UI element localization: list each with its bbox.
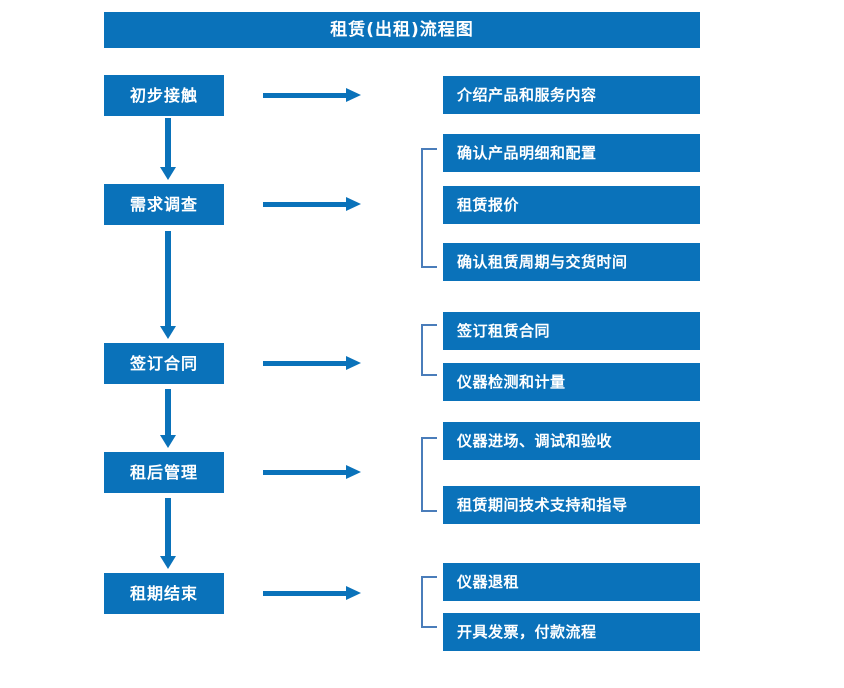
arrow-shaft (263, 591, 347, 596)
bracket-group-demand (421, 148, 437, 268)
detail-box-instrument-return[interactable]: 仪器退租 (443, 563, 700, 601)
arrow-shaft (263, 93, 347, 98)
arrow-shaft (263, 202, 347, 207)
bracket-group-contract (421, 324, 437, 376)
arrow-shaft (263, 361, 347, 366)
stage-box-post-rental-management[interactable]: 租后管理 (104, 452, 224, 493)
bracket-group-management (421, 437, 437, 512)
arrow-stage-2-to-details (263, 197, 361, 211)
arrow-shaft (165, 118, 171, 167)
detail-box-rental-quotation[interactable]: 租赁报价 (443, 186, 700, 224)
stage-box-initial-contact[interactable]: 初步接触 (104, 75, 224, 116)
arrow-head (160, 556, 176, 569)
arrow-head (346, 465, 361, 479)
arrow-head (346, 197, 361, 211)
detail-box-confirm-period-delivery[interactable]: 确认租赁周期与交货时间 (443, 243, 700, 281)
arrow-stage-4-to-stage-5 (160, 498, 176, 569)
arrow-shaft (165, 389, 171, 435)
arrow-head (346, 88, 361, 102)
detail-box-invoice-payment[interactable]: 开具发票，付款流程 (443, 613, 700, 651)
arrow-head (346, 586, 361, 600)
detail-box-introduce-products[interactable]: 介绍产品和服务内容 (443, 76, 700, 114)
arrow-shaft (165, 498, 171, 556)
arrow-stage-5-to-details (263, 586, 361, 600)
detail-box-technical-support[interactable]: 租赁期间技术支持和指导 (443, 486, 700, 524)
detail-box-confirm-product-spec[interactable]: 确认产品明细和配置 (443, 134, 700, 172)
arrow-shaft (165, 231, 171, 326)
page-title: 租赁(出租)流程图 (104, 12, 700, 48)
arrow-stage-3-to-stage-4 (160, 389, 176, 448)
stage-box-rental-end[interactable]: 租期结束 (104, 573, 224, 614)
stage-box-sign-contract[interactable]: 签订合同 (104, 343, 224, 384)
arrow-stage-1-to-stage-2 (160, 118, 176, 180)
arrow-stage-4-to-details (263, 465, 361, 479)
stage-box-demand-survey[interactable]: 需求调查 (104, 184, 224, 225)
arrow-stage-3-to-details (263, 356, 361, 370)
detail-box-instrument-inspection[interactable]: 仪器检测和计量 (443, 363, 700, 401)
arrow-stage-1-to-details (263, 88, 361, 102)
arrow-head (346, 356, 361, 370)
detail-box-sign-rental-contract[interactable]: 签订租赁合同 (443, 312, 700, 350)
arrow-stage-2-to-stage-3 (160, 231, 176, 339)
arrow-head (160, 167, 176, 180)
detail-box-instrument-delivery-commissioning[interactable]: 仪器进场、调试和验收 (443, 422, 700, 460)
arrow-shaft (263, 470, 347, 475)
arrow-head (160, 326, 176, 339)
bracket-group-end (421, 576, 437, 628)
arrow-head (160, 435, 176, 448)
